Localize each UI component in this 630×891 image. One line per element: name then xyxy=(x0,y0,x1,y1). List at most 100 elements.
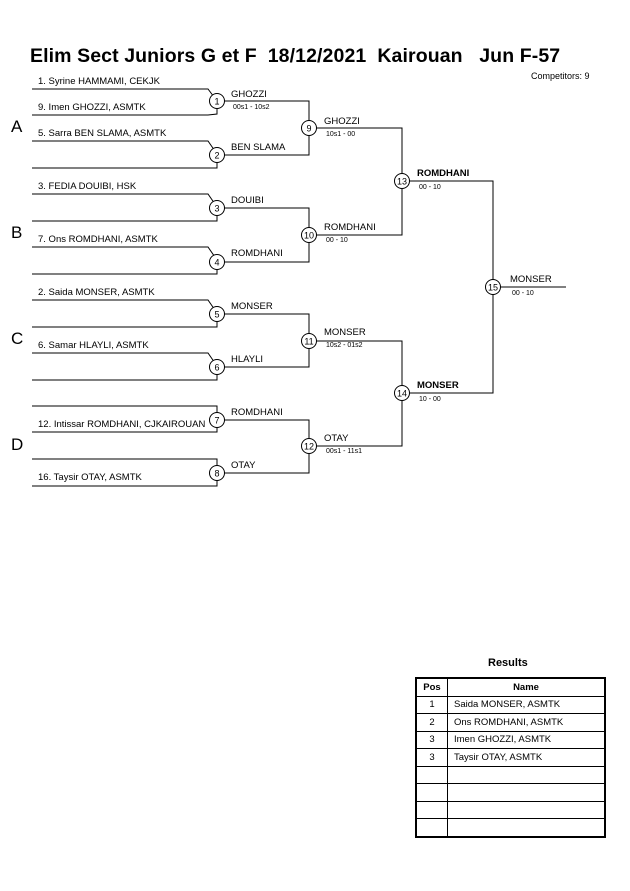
match-winner: HLAYLI xyxy=(231,354,264,365)
results-header-row: Pos Name xyxy=(415,677,606,697)
result-pos xyxy=(415,818,448,837)
match-number-circle xyxy=(394,173,410,189)
match-number-circle xyxy=(209,147,225,163)
result-pos: 3 xyxy=(415,730,448,749)
entry-name: 16. Taysir OTAY, ASMTK xyxy=(38,472,142,483)
results-row xyxy=(415,783,606,802)
bracket-line xyxy=(32,193,218,222)
pool-label-b: B xyxy=(11,223,23,242)
match-number: 5 xyxy=(214,309,219,319)
match-number: 6 xyxy=(214,362,219,372)
result-pos: 3 xyxy=(415,748,448,767)
result-name xyxy=(447,800,606,819)
result-name: Imen GHOZZI, ASMTK xyxy=(447,730,606,749)
match-number-circle xyxy=(209,200,225,216)
match-winner: ROMDHANI xyxy=(231,407,283,418)
result-name: Saida MONSER, ASMTK xyxy=(447,695,606,714)
match-winner: GHOZZI xyxy=(324,116,360,127)
match-score: 00s1 - 10s2 xyxy=(233,104,270,111)
entry-name: 5. Sarra BEN SLAMA, ASMTK xyxy=(38,128,167,139)
match-winner: MONSER xyxy=(324,327,366,338)
entry-name: 6. Samar HLAYLI, ASMTK xyxy=(38,340,149,351)
result-pos: 1 xyxy=(415,695,448,714)
bracket-line xyxy=(32,246,218,275)
match-score: 00s1 - 11s1 xyxy=(326,448,363,455)
match-number: 10 xyxy=(304,230,314,240)
match-number: 14 xyxy=(397,388,407,398)
match-number: 7 xyxy=(214,415,219,425)
match-number-circle xyxy=(394,385,410,401)
match-winner: GHOZZI xyxy=(231,89,267,100)
match-number-circle xyxy=(209,93,225,109)
pool-label-c: C xyxy=(11,329,24,348)
match-number: 2 xyxy=(214,150,219,160)
match-score: 10 - 00 xyxy=(419,396,441,403)
result-name: Taysir OTAY, ASMTK xyxy=(447,748,606,767)
match-number: 8 xyxy=(214,468,219,478)
match-number: 15 xyxy=(488,282,498,292)
match-score: 10s2 - 01s2 xyxy=(326,342,363,349)
bracket-line xyxy=(32,140,218,169)
match-number-circle xyxy=(301,438,317,454)
match-winner: MONSER xyxy=(417,380,459,391)
match-number-circle xyxy=(485,279,501,295)
entry-name: 9. Imen GHOZZI, ASMTK xyxy=(38,102,146,113)
results-title: Results xyxy=(488,657,528,669)
result-pos xyxy=(415,800,448,819)
final-score: 00 - 10 xyxy=(512,290,534,297)
match-score: 10s1 - 00 xyxy=(326,131,356,138)
match-number-circle xyxy=(209,306,225,322)
name-header: Name xyxy=(447,677,606,697)
results-row xyxy=(415,765,606,784)
match-winner: BEN SLAMA xyxy=(231,142,286,153)
match-score: 00 - 10 xyxy=(419,184,441,191)
entry-name: 3. FEDIA DOUIBI, HSK xyxy=(38,181,137,192)
bracket-line xyxy=(32,299,218,328)
bracket-line xyxy=(408,180,494,394)
match-number: 13 xyxy=(397,176,407,186)
results-row xyxy=(415,800,606,819)
pool-label-d: D xyxy=(11,435,24,454)
match-winner: ROMDHANI xyxy=(324,222,376,233)
match-winner: OTAY xyxy=(324,433,349,444)
match-number-circle xyxy=(301,120,317,136)
result-name xyxy=(447,818,606,837)
match-number: 9 xyxy=(306,123,311,133)
match-number-circle xyxy=(209,359,225,375)
entry-name: 7. Ons ROMDHANI, ASMTK xyxy=(38,234,158,245)
bracket-line xyxy=(315,127,403,236)
match-number-circle xyxy=(209,465,225,481)
result-pos xyxy=(415,765,448,784)
match-number: 11 xyxy=(304,336,313,346)
match-number: 4 xyxy=(214,257,219,267)
bracket-line xyxy=(315,340,403,447)
results-row xyxy=(415,818,606,837)
result-name xyxy=(447,765,606,784)
match-number-circle xyxy=(209,254,225,270)
match-number: 3 xyxy=(214,203,219,213)
result-name xyxy=(447,783,606,802)
match-number: 1 xyxy=(214,96,219,106)
pool-label-a: A xyxy=(11,117,23,136)
page-title: Elim Sect Juniors G et F 18/12/2021 Kair… xyxy=(30,45,561,67)
match-number-circle xyxy=(209,412,225,428)
result-name: Ons ROMDHANI, ASMTK xyxy=(447,713,606,732)
match-number-circle xyxy=(301,227,317,243)
bracket-line xyxy=(32,352,218,381)
entry-name: 2. Saida MONSER, ASMTK xyxy=(38,287,155,298)
entry-name: 12. Intissar ROMDHANI, CJKAIROUAN xyxy=(38,419,206,430)
match-number: 12 xyxy=(304,441,314,451)
match-score: 00 - 10 xyxy=(326,237,348,244)
pos-header: Pos xyxy=(415,677,448,697)
competitors-count: Competitors: 9 xyxy=(531,71,590,81)
entry-name: 1. Syrine HAMMAMI, CEKJK xyxy=(38,76,160,87)
result-pos xyxy=(415,783,448,802)
match-winner: ROMDHANI xyxy=(231,248,283,259)
match-winner: ROMDHANI xyxy=(417,168,470,179)
